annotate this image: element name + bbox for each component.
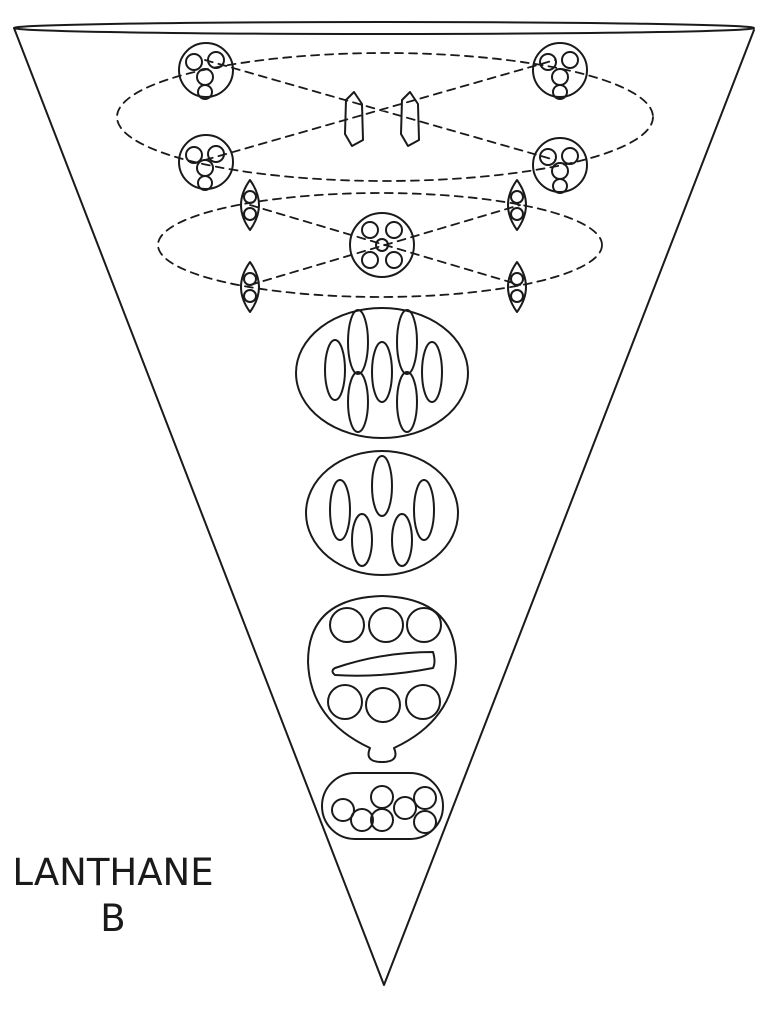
caption-subtitle: B: [100, 897, 126, 940]
upper-body-bl: [178, 134, 234, 191]
lower-lens-br: [507, 261, 527, 313]
group-oval-1: [295, 307, 469, 439]
lower-center-body: [349, 212, 415, 278]
funnel-outline: [13, 27, 755, 986]
crystal-left: [344, 91, 364, 147]
orbits: [116, 52, 654, 298]
upper-cross-lines: [204, 59, 556, 161]
upper-body-tl: [178, 42, 234, 100]
funnel-rim: [13, 21, 755, 35]
caption-title: LANTHANE: [12, 851, 214, 894]
bulb-group: [307, 595, 457, 763]
bottom-capsule-group: [321, 772, 444, 840]
lower-orbit: [157, 192, 603, 298]
group-oval-2: [305, 450, 459, 576]
diagram-caption: LANTHANE B: [0, 850, 226, 942]
upper-orbit: [116, 52, 654, 182]
lower-lens-bl: [240, 261, 260, 313]
upper-body-tr: [532, 42, 588, 100]
lower-lens-tr: [507, 179, 527, 231]
lower-cross-lines: [249, 204, 521, 286]
upper-body-br: [532, 137, 588, 194]
crystal-right: [400, 91, 420, 147]
lower-lens-tl: [240, 179, 260, 231]
